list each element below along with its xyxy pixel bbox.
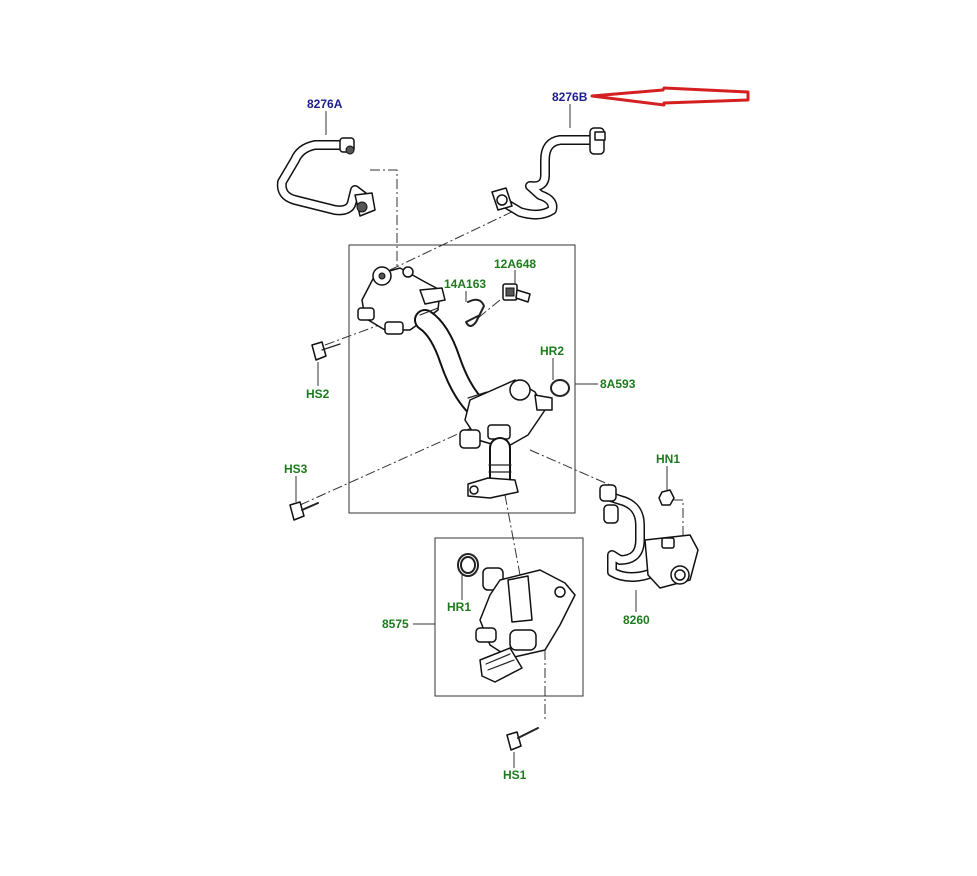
hose-8276b[interactable]: [491, 127, 606, 220]
o-ring-hr1[interactable]: [460, 556, 476, 574]
nut-hn1[interactable]: [658, 489, 675, 506]
water-pump-8575[interactable]: [457, 553, 576, 683]
label-hr1: HR1: [447, 600, 471, 614]
label-12a648: 12A648: [494, 257, 536, 271]
o-ring-hr2[interactable]: [550, 379, 570, 397]
bolt-hs1[interactable]: [506, 727, 539, 751]
highlight-arrow: [590, 86, 750, 107]
thermostat-housing-8a593[interactable]: [357, 266, 553, 499]
label-8575: 8575: [382, 617, 409, 631]
label-hs2: HS2: [306, 387, 330, 401]
label-hr2: HR2: [540, 344, 564, 358]
label-14a163: 14A163: [444, 277, 486, 291]
hose-8260[interactable]: [599, 484, 699, 589]
label-hs3: HS3: [284, 462, 308, 476]
hose-8276a[interactable]: [276, 137, 376, 217]
bolt-hs2[interactable]: [311, 341, 341, 361]
callout-labels: 8276A 8276B 14A163 12A648 HR2 8A593 HS2 …: [284, 90, 680, 782]
label-8260: 8260: [623, 613, 650, 627]
label-8a593: 8A593: [600, 377, 636, 391]
bolt-hs3[interactable]: [289, 501, 319, 521]
clip-14a163[interactable]: [465, 298, 485, 327]
label-hn1: HN1: [656, 452, 680, 466]
label-8276a: 8276A: [307, 97, 343, 111]
label-hs1: HS1: [503, 768, 527, 782]
leader-lines: [295, 104, 668, 768]
label-8276b: 8276B: [552, 90, 588, 104]
assembly-box-8a593: [348, 244, 576, 514]
assembly-box-8575: [434, 537, 584, 697]
sensor-12a648[interactable]: [502, 283, 531, 303]
